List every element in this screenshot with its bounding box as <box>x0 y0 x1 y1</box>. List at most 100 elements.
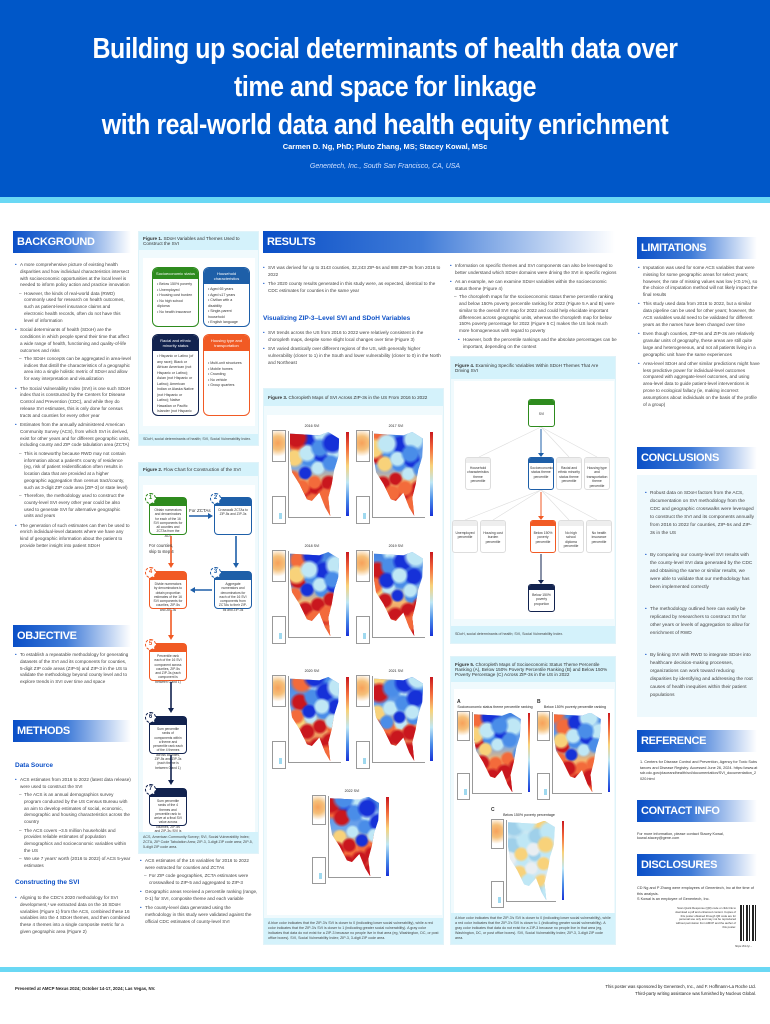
alaska-inset <box>457 711 470 742</box>
node-variable: Housing cost burden percentile <box>480 520 506 553</box>
hawaii-inset <box>312 857 326 884</box>
bullet-item: The 2020 county results generated in thi… <box>263 281 443 295</box>
map-title: 2016 SVI <box>304 424 320 428</box>
step-number: 6 <box>145 712 156 723</box>
presented-at: Presented at AMCP Nexus 2024; October 14… <box>15 986 156 991</box>
bullet-item: Area-level SDoH and other similar predic… <box>638 361 760 409</box>
bullet-item: This is noteworthy because RWD may not c… <box>15 451 131 492</box>
theme-household: Household characteristicsAged 65 yearsAg… <box>203 267 250 327</box>
qr-link[interactable]: https://bit.ly/... <box>735 944 753 948</box>
step-number: 5 <box>145 639 156 650</box>
svi-map-2022: 2022 SVI <box>312 789 392 884</box>
alaska-inset <box>356 550 370 582</box>
bullet-item: Even though counties, ZIP-5s and ZIP-3s … <box>638 331 760 358</box>
background-heading: BACKGROUND <box>13 231 131 253</box>
variable-item: Unemployed <box>157 288 194 294</box>
bullet-item: The Social Vulnerability Index (SVI) is … <box>15 386 131 420</box>
results-heading: RESULTS <box>263 231 615 253</box>
figure-3-caption: Figure 3. Choropleth Maps of SVI Across … <box>264 389 443 406</box>
map-title: Socioeconomic status theme percentile ra… <box>457 705 533 709</box>
panel-label: C <box>491 807 495 813</box>
affiliation: Genentech, Inc., South San Francisco, CA… <box>309 163 461 170</box>
flow-arrow <box>168 536 174 568</box>
methods-continued-list: ACS estimates of the 16 variables for 20… <box>140 858 258 928</box>
bullet-item: The SDoH concepts can be aggregated in a… <box>15 356 131 383</box>
results-list-a: SVI was derived for up to 3143 counties,… <box>263 265 443 297</box>
variable-item: Hispanic or Latino (of any race); Black … <box>157 354 194 415</box>
hawaii-inset <box>457 773 470 800</box>
color-scale-bar <box>346 677 349 761</box>
step-text: Crosswalk ZCTAs to ZIP-5s and ZIP-3s <box>218 508 248 517</box>
svi-map-2020: 2020 SVI <box>272 669 352 769</box>
variable-item: Single-parent household <box>208 309 245 320</box>
variable-item: Multi-unit structures <box>208 361 245 367</box>
hawaii-inset <box>356 496 370 524</box>
authors: Carmen D. Ng, PhD; Pluto Zhang, MS; Stac… <box>282 142 488 151</box>
hawaii-inset <box>537 773 550 800</box>
bullet-item: To establish a repeatable methodology fo… <box>15 652 131 686</box>
bullet-item: The choropleth maps for the socioeconomi… <box>450 294 618 335</box>
figure-2-footnote: ACS, American Community Survey; SVI, Soc… <box>139 832 258 853</box>
results-list-c: Information on specific themes and SVI c… <box>450 263 618 354</box>
poster-title: Building up social determinants of healt… <box>92 33 678 141</box>
variable-item: Below 150% poverty <box>157 282 194 288</box>
flow-arrow <box>168 755 174 785</box>
step-number: 4 <box>145 567 156 578</box>
data-source-heading: Data Source <box>15 762 53 769</box>
bullet-item: The generation of such estimates can the… <box>15 523 131 550</box>
map-panel-a: Socioeconomic status theme percentile ra… <box>457 705 533 800</box>
results-list-b: SVI trends across the US from 2016 to 20… <box>263 330 443 369</box>
color-scale-bar <box>386 796 389 877</box>
figure-1: Figure 1. SDoH Variables and Themes Used… <box>138 231 259 446</box>
map-panel-c: Below 150% poverty percentage <box>491 813 567 908</box>
footer-divider <box>0 967 770 972</box>
bullet-item: SVI was derived for up to 3143 counties,… <box>263 265 443 279</box>
figure-1-caption: Figure 1. SDoH Variables and Themes Used… <box>139 232 258 250</box>
constructing-list: Aligning to the CDC's 2020 methodology f… <box>15 895 131 938</box>
bullet-item: Geographic areas received a percentile r… <box>140 889 258 903</box>
color-scale-bar <box>430 432 433 516</box>
map-title: 2018 SVI <box>304 544 320 548</box>
alaska-inset <box>356 675 370 707</box>
hawaii-inset <box>272 616 286 644</box>
label-for-zctas: For ZCTAs <box>189 508 211 513</box>
figure-1-footnote: SDoH, social determinants of health; SVI… <box>139 434 258 445</box>
variable-item: Crowding <box>208 372 245 378</box>
bullet-item: ACS estimates from 2016 to 2022 (latest … <box>15 777 131 791</box>
color-scale-bar <box>607 712 610 793</box>
map-title: 2019 SVI <box>388 544 404 548</box>
alaska-inset <box>491 819 504 850</box>
color-scale-bar <box>527 712 530 793</box>
bullet-item: As an example, we can examine SDoH varia… <box>450 279 618 293</box>
constructing-svi-heading: Constructing the SVI <box>15 879 80 886</box>
figure-3: Figure 3. Choropleth Maps of SVI Across … <box>263 388 444 945</box>
conclusions-heading: CONCLUSIONS <box>637 447 757 469</box>
conclusions-list: Robust data on SDoH factors from the ACS… <box>645 490 755 714</box>
bullet-item: However, the kinds of real-world data (R… <box>15 291 131 325</box>
node-variable: Unemployed percentile <box>452 520 478 553</box>
svi-map-2019: 2019 SVI <box>356 544 436 644</box>
background-list: A more comprehensive picture of existing… <box>15 262 131 552</box>
figure-4-connectors <box>464 426 598 584</box>
map-title: 2020 SVI <box>304 669 320 673</box>
variable-item: Aged 65 years <box>208 287 245 293</box>
bullet-item: A more comprehensive picture of existing… <box>15 262 131 289</box>
alaska-inset <box>356 430 370 462</box>
qr-code-icon[interactable] <box>740 905 756 941</box>
step-text: Sum percentile ranks of components withi… <box>153 727 183 770</box>
flow-arrow <box>189 513 213 519</box>
bullet-item: The ACS covers ~3.5 million households a… <box>15 828 131 855</box>
color-scale-bar <box>346 432 349 516</box>
step-text: Divide numerators by denominators to obt… <box>153 582 183 612</box>
variable-item: English language proficiency <box>208 320 245 326</box>
variable-item: Group quarters <box>208 383 245 389</box>
node-variable: No high school diploma percentile <box>558 520 584 553</box>
step-text: Obtain numerators and denominators for e… <box>153 508 183 538</box>
label-for-counties: For counties, skip to step 4 <box>149 543 174 554</box>
figure-4: Figure 4. Examining Specific Variables W… <box>450 356 616 644</box>
figure-4-caption: Figure 4. Examining Specific Variables W… <box>451 357 615 379</box>
